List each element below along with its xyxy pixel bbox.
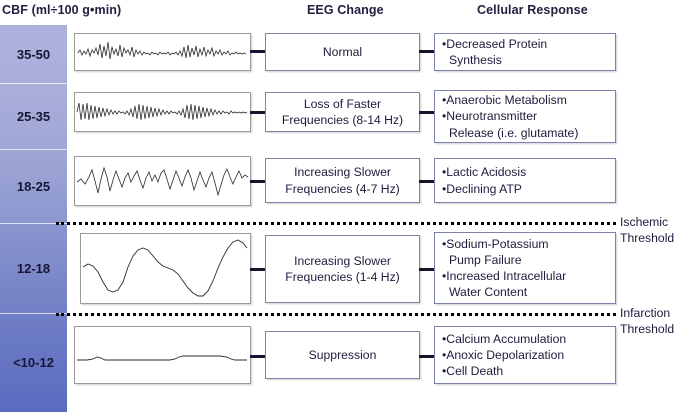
eeg-change-box-row-3: Increasing Slower Frequencies (4-7 Hz) bbox=[265, 158, 420, 203]
cbf-row-separator bbox=[0, 223, 67, 224]
eeg-change-label-row-2: Loss of Faster Frequencies (8-14 Hz) bbox=[281, 96, 404, 127]
column-header-cbf: CBF (ml÷100 g•min) bbox=[2, 3, 122, 17]
eeg-change-label-row-5: Suppression bbox=[308, 347, 377, 362]
eeg-trace-row-4 bbox=[80, 233, 251, 304]
cellular-response-line: •Declining ATP bbox=[442, 181, 522, 196]
cellular-response-line: Synthesis bbox=[449, 53, 502, 67]
theta-slowing-trace bbox=[76, 166, 249, 197]
cellular-response-line: Pump Failure bbox=[449, 252, 522, 267]
suppression-flat-trace bbox=[77, 355, 247, 361]
infarction-threshold-line bbox=[56, 313, 616, 316]
cellular-response-line: •Lactic Acidosis bbox=[442, 165, 527, 180]
connector-row-5-right bbox=[419, 355, 435, 358]
eeg-change-box-row-2: Loss of Faster Frequencies (8-14 Hz) bbox=[265, 92, 420, 132]
eeg-change-label-row-1: Normal bbox=[322, 44, 363, 59]
connector-row-3-left bbox=[250, 180, 266, 183]
cellular-response-line: •Cell Death bbox=[442, 364, 504, 379]
eeg-trace-row-3 bbox=[74, 156, 251, 206]
connector-row-2-right bbox=[419, 111, 435, 114]
eeg-trace-row-5 bbox=[74, 326, 251, 384]
cellular-response-line: •Neurotransmitter bbox=[442, 109, 538, 124]
eeg-change-box-row-1: Normal bbox=[265, 33, 420, 71]
cbf-row-separator bbox=[0, 83, 67, 84]
eeg-change-label-row-3: Increasing Slower Frequencies (4-7 Hz) bbox=[285, 165, 400, 196]
cbf-value-row-1: 35-50 bbox=[16, 46, 51, 62]
connector-row-5-left bbox=[250, 355, 266, 358]
cellular-response-box-row-2: •Anaerobic Metabolism •Neurotransmitter … bbox=[434, 90, 616, 143]
cbf-value-row-3: 18-25 bbox=[16, 178, 51, 194]
cellular-response-line: •Anaerobic Metabolism bbox=[442, 93, 567, 108]
eeg-trace-row-2 bbox=[74, 92, 251, 132]
eeg-trace-row-1 bbox=[74, 33, 251, 71]
cellular-response-box-row-4: •Sodium-Potassium Pump Failure •Increase… bbox=[434, 232, 616, 304]
cellular-response-line: Water Content bbox=[449, 285, 528, 300]
cellular-response-box-row-1: •Decreased Protein Synthesis bbox=[434, 33, 616, 71]
eeg-change-box-row-4: Increasing Slower Frequencies (1-4 Hz) bbox=[265, 235, 420, 303]
connector-row-1-left bbox=[250, 50, 266, 53]
ischemic-threshold-line bbox=[56, 222, 616, 225]
cbf-value-row-2: 25-35 bbox=[16, 108, 51, 124]
low-amplitude-fast-beta-trace bbox=[77, 41, 247, 60]
cellular-response-line: •Increased Intracellular bbox=[442, 269, 567, 283]
cellular-response-line: •Anoxic Depolarization bbox=[442, 347, 565, 362]
eeg-change-box-row-5: Suppression bbox=[265, 331, 420, 379]
cbf-value-row-4: 12-18 bbox=[16, 260, 51, 276]
connector-row-2-left bbox=[250, 111, 266, 114]
cellular-response-line: Release (i.e. glutamate) bbox=[449, 125, 579, 140]
eeg-change-label-row-4: Increasing Slower Frequencies (1-4 Hz) bbox=[285, 253, 400, 284]
connector-row-1-right bbox=[419, 50, 435, 53]
cbf-value-row-5: <10-12 bbox=[13, 355, 54, 370]
column-header-cellular: Cellular Response bbox=[477, 3, 588, 17]
cellular-response-line: •Calcium Accumulation bbox=[442, 331, 567, 346]
cbf-row-separator bbox=[0, 313, 67, 314]
connector-row-4-left bbox=[250, 268, 266, 271]
ischemic-threshold-label: Ischemic Threshold bbox=[620, 215, 675, 245]
column-header-eeg: EEG Change bbox=[307, 3, 384, 17]
connector-row-3-right bbox=[419, 180, 435, 183]
cbf-row-separator bbox=[0, 149, 67, 150]
cellular-response-line: •Decreased Protein bbox=[442, 36, 548, 51]
infarction-threshold-label: Infarction Threshold bbox=[620, 306, 675, 336]
cellular-response-line: •Sodium-Potassium bbox=[442, 236, 549, 251]
cbf-gradient-band bbox=[0, 25, 67, 412]
connector-row-4-right bbox=[419, 268, 435, 271]
cellular-response-box-row-5: •Calcium Accumulation •Anoxic Depolariza… bbox=[434, 326, 616, 384]
delta-slow-wave-trace bbox=[82, 239, 248, 297]
alpha-burst-trace bbox=[76, 102, 248, 121]
cellular-response-box-row-3: •Lactic Acidosis •Declining ATP bbox=[434, 158, 616, 203]
